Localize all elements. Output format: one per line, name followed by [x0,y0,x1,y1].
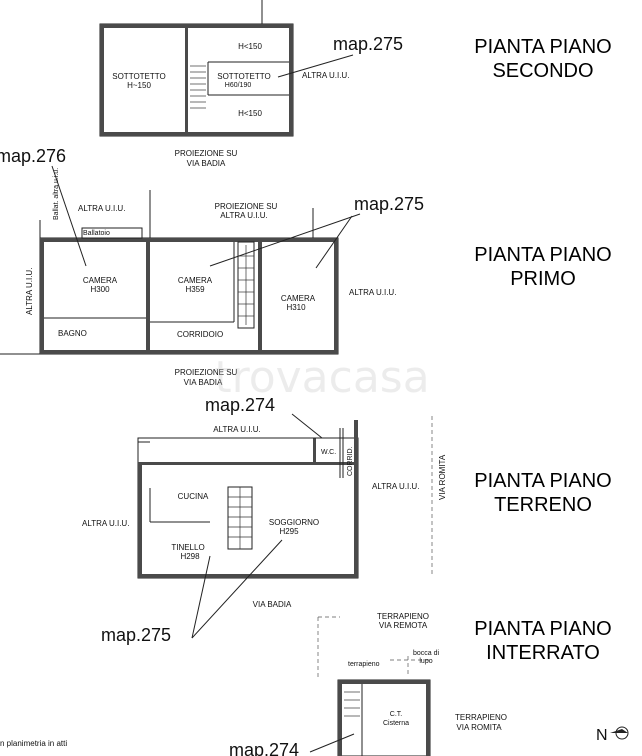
map-reference: map.276 [0,146,66,166]
neighbour-label: ALTRA U.I.U. [302,71,349,80]
leader-line [209,213,361,267]
leader-line [191,555,211,639]
leader-line [51,165,87,267]
room-label: CAMERA [178,276,213,285]
projection-label: PROIEZIONE SU [175,368,238,377]
stair-secondo [190,65,206,109]
floor-title: PIANTA PIANO [474,244,611,266]
leader-line [191,539,283,639]
room-label: SOTTOTETTO [112,72,165,81]
stair-terreno [227,486,253,550]
vent-label: lupo [419,658,432,665]
neighbour-label: ALTRA U.I.U. [82,519,129,528]
room-height: H298 [180,552,200,561]
leader-line [291,413,323,439]
plan-piano-terreno: ALTRA U.I.U. W.C. CORRID. ALTRA U.I.U. V… [82,395,447,645]
plan-piano-secondo: SOTTOTETTO H~150 SOTTOTETTO H60/190 H<15… [99,0,403,168]
plan-piano-primo: Ballat. altra u.i.u. ALTRA U.I.U. PROIEZ… [0,146,424,387]
footnote: n planimetria in atti [0,739,67,748]
stair-interrato [344,691,360,717]
room-height: H60/190 [225,82,252,89]
projection-label: PROIEZIONE SU [175,149,238,158]
leader-line [309,733,355,753]
room-label: CORRIDOIO [177,330,223,339]
room-height: H300 [90,285,110,294]
room-height: H~150 [127,81,151,90]
watermark: trovacasa [214,352,429,403]
map-reference: map.275 [354,194,424,214]
floor-title: PIANTA PIANO [474,470,611,492]
room-label: SOTTOTETTO [217,72,270,81]
terrain-label: TERRAPIENO [377,612,429,621]
floor-title: INTERRATO [486,642,600,664]
map-reference: map.275 [333,34,403,54]
neighbour-label: ALTRA U.I.U. [25,268,34,315]
leader-line [277,54,354,78]
neighbour-label: ALTRA U.I.U. [372,482,419,491]
floor-title: PIANTA PIANO [474,36,611,58]
map-reference: map.274 [205,395,275,415]
street-label: VIA ROMITA [438,454,447,500]
room-label: Cisterna [383,720,409,727]
room-height: H295 [279,527,299,536]
neighbour-label: ALTRA U.I.U. [213,425,260,434]
north-label: N [596,727,608,744]
balcony-label: Ballatoio [83,230,110,237]
street-label: VIA BADIA [184,378,223,387]
terrain-label: terrapieno [348,661,380,668]
neighbour-label: ALTRA U.I.U. [78,204,125,213]
floor-title: PRIMO [510,268,576,290]
plan-piano-interrato: TERRAPIENO VIA REMOTA terrapieno bocca d… [229,612,507,756]
terrain-label: TERRAPIENO [455,713,507,722]
floor-titles: PIANTA PIANO SECONDO PIANTA PIANO PRIMO … [474,36,611,664]
room-label: C.T. [390,711,403,718]
street-label: VIA REMOTA [379,621,428,630]
map-reference: map.275 [101,625,171,645]
room-height: H<150 [238,42,262,51]
map-reference: map.274 [229,740,299,756]
room-label: CAMERA [281,294,316,303]
north-arrow-icon: N [596,726,629,744]
floor-title: SECONDO [492,60,593,82]
vent-label: bocca di [413,650,440,657]
street-label: VIA ROMITA [456,723,502,732]
balcony-label: Ballat. altra u.i.u. [53,168,60,220]
room-label: SOGGIORNO [269,518,319,527]
floor-title: TERRENO [494,494,592,516]
leader-line [315,215,353,269]
room-label: TINELLO [171,543,204,552]
room-height: H<150 [238,109,262,118]
room-height: H310 [286,303,306,312]
projection-label: PROIEZIONE SU [215,202,278,211]
room-label: CAMERA [83,276,118,285]
floor-title: PIANTA PIANO [474,618,611,640]
neighbour-label: ALTRA U.I.U. [220,211,267,220]
neighbour-label: ALTRA U.I.U. [349,288,396,297]
stair-primo [237,241,255,329]
room-label: BAGNO [58,329,87,338]
street-label: VIA BADIA [253,600,292,609]
street-label: VIA BADIA [187,159,226,168]
room-height: H359 [185,285,205,294]
room-label: CORRID. [347,446,354,476]
room-label: W.C. [321,449,336,456]
room-label: CUCINA [178,492,209,501]
